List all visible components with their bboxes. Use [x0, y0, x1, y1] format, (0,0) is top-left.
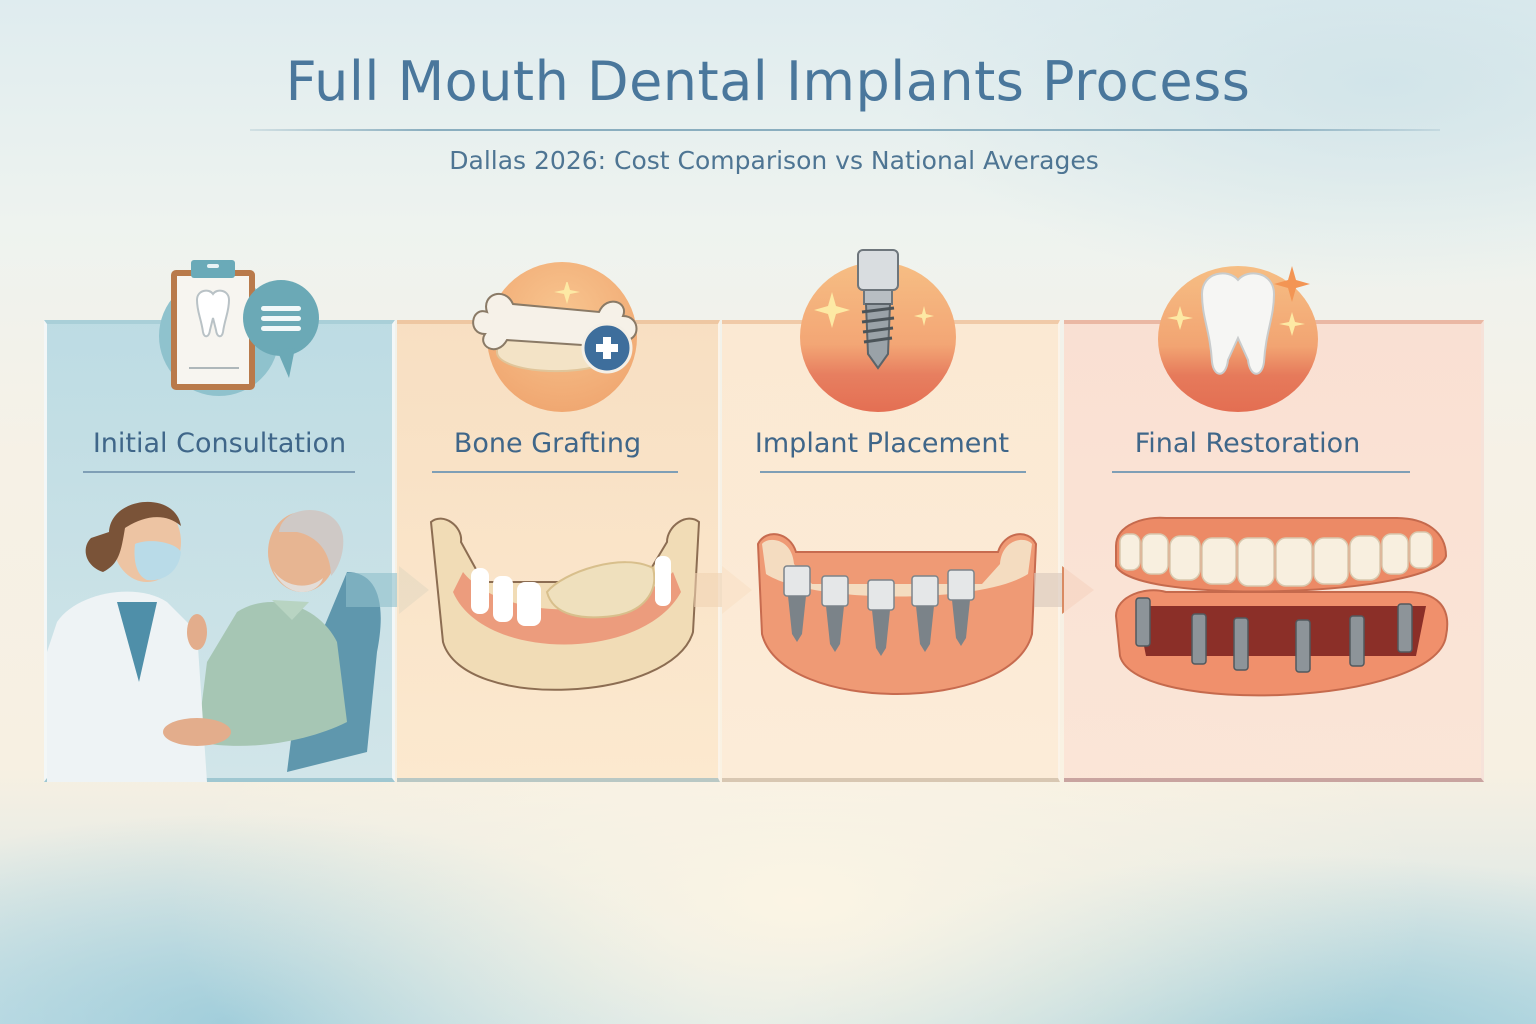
jaw-bone-graft-illustration	[423, 512, 703, 722]
step-label-underline	[83, 471, 355, 473]
implant-screw-icon	[800, 249, 956, 412]
step-panel-bone-grafting: Bone Grafting	[397, 262, 720, 782]
step-label: Initial Consultation	[92, 428, 347, 459]
title-divider	[250, 129, 1440, 131]
arrow-tail	[1034, 573, 1064, 607]
page-subtitle: Dallas 2026: Cost Comparison vs National…	[449, 146, 1099, 175]
jaw-with-implants-illustration	[752, 524, 1042, 724]
step-label: Implant Placement	[754, 428, 1010, 459]
step-label-underline	[432, 471, 678, 473]
step-panel-initial-consultation: Initial Consultation	[44, 260, 395, 782]
sparkling-tooth-icon	[1158, 266, 1318, 412]
step-label-underline	[760, 471, 1026, 473]
page-title: Full Mouth Dental Implants Process	[285, 50, 1251, 113]
step-panel-implant-placement: Implant Placement	[722, 249, 1060, 782]
bone-plus-icon	[472, 262, 638, 412]
full-arch-denture-illustration	[1106, 506, 1456, 726]
step-label-underline	[1112, 471, 1410, 473]
clipboard-tooth-chat-icon	[159, 260, 319, 396]
dentist-patient-illustration	[47, 492, 395, 782]
arrow-tail	[346, 573, 400, 607]
step-label: Final Restoration	[1134, 428, 1361, 459]
step-label: Bone Grafting	[453, 428, 642, 459]
step-panel-final-restoration: Final Restoration	[1064, 266, 1484, 782]
arrow-tail	[694, 573, 724, 607]
